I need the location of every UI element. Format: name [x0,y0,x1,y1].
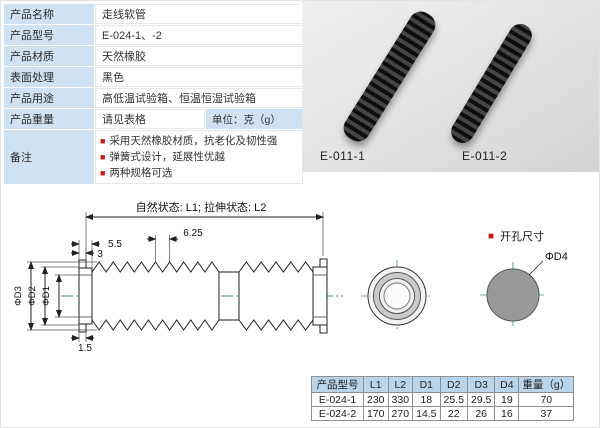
table-header-cell: D4 [494,376,520,393]
table-header-cell: D1 [412,376,441,393]
front-view-bore-circle [383,282,411,310]
phi-d1-label: ΦD1 [41,286,52,306]
phi-d3-label: ΦD3 [13,286,24,306]
table-row: 表面处理 黑色 [4,67,303,87]
leader-line [528,260,544,276]
table-cell: E-024-2 [311,406,364,421]
spec-label: 产品材质 [4,46,94,66]
dim-625-label: 6.25 [183,228,203,239]
dim-55-label: 5.5 [108,239,122,250]
table-row: 产品型号 E-024-1、-2 [4,25,303,45]
table-header-cell: D3 [466,376,496,393]
table-cell: 270 [387,406,414,421]
bullet-square-icon: ■ [100,168,106,178]
table-row: E-024-2 170 270 14.5 22 26 16 37 [311,406,575,421]
hole-circle [486,268,540,322]
tube-photo-1 [339,7,440,146]
note-text: 采用天然橡胶材质，抗老化及韧性强 [109,135,278,147]
dim-3-label: 3 [97,249,103,260]
table-cell: 19 [494,392,520,407]
table-header-row: 产品型号 L1 L2 D1 D2 D3 D4 重量（g） [311,376,575,393]
spec-value: 天然橡胶 [95,46,303,66]
spec-label: 产品名称 [4,4,94,24]
note-text: 弹簧式设计，延展性优越 [109,151,225,163]
table-cell: 70 [518,392,575,407]
table-cell: 330 [387,392,414,407]
table-header-cell: D2 [439,376,468,393]
table-cell: 170 [363,406,389,421]
table-cell: 18 [412,392,441,407]
left-lip-bottom [78,323,87,333]
spec-label-notes: 备注 [4,130,94,184]
table-cell: 25.5 [439,392,468,407]
product-photo: E-011-1 E-011-2 [302,1,599,172]
note-text: 两种规格可选 [109,167,173,179]
bullet-square-icon: ■ [100,152,106,162]
table-header-cell: 产品型号 [311,376,364,393]
table-cell: 14.5 [412,406,441,421]
table-cell: 230 [363,392,389,407]
spec-label: 产品用途 [4,88,94,108]
spec-label: 表面处理 [4,67,94,87]
note-line: ■ 采用天然橡胶材质，抗老化及韧性强 [100,133,298,149]
bullet-square-icon: ■ [488,231,494,242]
table-row: 产品名称 走线软管 [4,4,303,24]
table-cell: E-024-1 [311,392,364,407]
dimension-table: 产品型号 L1 L2 D1 D2 D3 D4 重量（g） E-024-1 230… [311,376,575,421]
table-cell: 29.5 [466,392,496,407]
spec-value: E-024-1、-2 [95,25,303,45]
photo-label-2: E-011-2 [462,149,508,163]
spec-value: 黑色 [95,67,303,87]
spec-value: 高低温试验箱、恒温恒湿试验箱 [95,88,303,108]
phi-d2-label: ΦD2 [27,286,38,306]
table-row: 产品材质 天然橡胶 [4,46,303,66]
hole-size-label: 开孔尺寸 [500,229,544,243]
table-header-cell: L1 [363,376,389,393]
left-collar [78,267,93,325]
corrugation-left [91,261,220,331]
right-lip-top [319,258,328,268]
corrugation-right [238,261,314,331]
length-state-label: 自然状态: L1; 拉伸状态: L2 [136,200,267,214]
right-collar [312,266,328,326]
table-row: E-024-1 230 330 18 25.5 29.5 19 70 [311,392,575,407]
table-cell: 37 [518,406,575,421]
dim-15-label: 1.5 [78,343,92,354]
photo-label-1: E-011-1 [320,149,366,163]
spec-value: 请见表格 [95,109,205,129]
tube-photo-2 [446,19,537,148]
note-line: ■ 弹簧式设计，延展性优越 [100,149,298,165]
hole-diameter-label: ΦD4 [545,251,568,263]
table-cell: 16 [494,406,520,421]
drawing-canvas: 自然状态: L1; 拉伸状态: L2 [13,200,568,354]
note-line: ■ 两种规格可选 [100,165,298,181]
table-cell: 22 [439,406,468,421]
table-row: 产品重量 请见表格 单位：克（g） [4,109,303,129]
right-lip-bottom [319,324,328,334]
table-header-cell: L2 [387,376,414,393]
bullet-square-icon: ■ [100,136,106,146]
technical-drawing: 自然状态: L1; 拉伸状态: L2 [1,176,599,427]
table-header-cell: 重量（g） [518,376,575,393]
spec-unit: 单位：克（g） [206,109,303,129]
spec-table: 产品名称 走线软管 产品型号 E-024-1、-2 产品材质 天然橡胶 表面处理… [3,3,304,185]
spec-value: 走线软管 [95,4,303,24]
table-cell: 26 [466,406,496,421]
table-row: 产品用途 高低温试验箱、恒温恒湿试验箱 [4,88,303,108]
spec-label: 产品型号 [4,25,94,45]
left-lip-top [78,259,87,269]
spec-label: 产品重量 [4,109,94,129]
